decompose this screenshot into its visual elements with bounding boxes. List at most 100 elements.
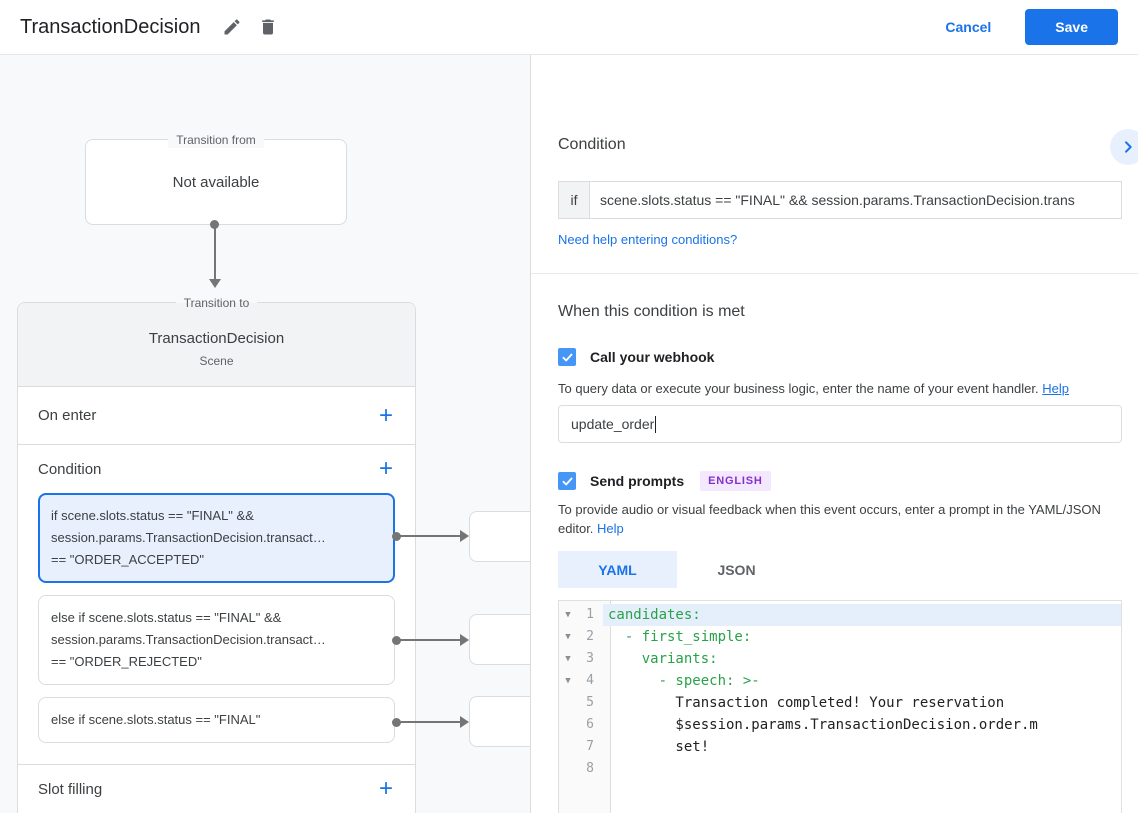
code-text[interactable]: $session.params.TransactionDecision.orde… (608, 717, 1038, 733)
edit-title-button[interactable] (218, 13, 246, 41)
event-handler-value: update_order (571, 416, 655, 432)
scene-card-title: TransactionDecision (148, 330, 285, 347)
delete-scene-button[interactable] (254, 13, 282, 41)
fold-spacer (559, 736, 577, 758)
cancel-button[interactable]: Cancel (945, 19, 992, 35)
condition-item[interactable]: else if scene.slots.status == "FINAL" &&… (38, 595, 395, 685)
line-number: 4 (586, 673, 594, 688)
code-line: 8 (559, 758, 1121, 780)
line-number: 5 (586, 695, 594, 710)
on-enter-row: On enter + (18, 387, 415, 445)
pencil-icon (224, 19, 240, 35)
code-line: ▼ 3 variants: (559, 648, 1121, 670)
chevron-right-icon (1125, 141, 1132, 153)
line-number: 2 (586, 629, 594, 644)
prompts-description: To provide audio or visual feedback when… (558, 500, 1122, 538)
save-button[interactable]: Save (1025, 9, 1118, 45)
yaml-editor[interactable]: ▼ 1 candidates: ▼ 2 - first_simple: ▼ 3 varian… (558, 600, 1122, 813)
webhook-description: To query data or execute your business l… (558, 379, 1122, 398)
connector-arrowhead (209, 279, 221, 288)
trash-icon (262, 19, 275, 35)
condition-item[interactable]: else if scene.slots.status == "FINAL" (38, 697, 395, 743)
add-condition-button[interactable]: + (378, 455, 393, 482)
condition-expression-input[interactable]: scene.slots.status == "FINAL" && session… (600, 192, 1075, 208)
tab-yaml[interactable]: YAML (558, 551, 677, 588)
transition-to-card: Transition to TransactionDecision Scene … (17, 295, 416, 813)
send-prompts-checkbox[interactable] (558, 472, 576, 490)
condition-3-arrowhead (460, 716, 469, 728)
line-number: 6 (586, 717, 594, 732)
when-met-heading: When this condition is met (558, 303, 745, 320)
code-text[interactable]: - speech: >- (608, 673, 760, 689)
code-lines: ▼ 1 candidates: ▼ 2 - first_simple: ▼ 3 varian… (559, 601, 1121, 813)
connector-line (214, 225, 216, 279)
text-caret (655, 415, 657, 433)
line-number: 3 (586, 651, 594, 666)
transition-to-legend: Transition to (175, 295, 258, 311)
condition-1-arrowhead (460, 530, 469, 542)
transition-from-box: Transition from Not available (85, 132, 347, 225)
condition-3-target-box[interactable] (469, 696, 530, 747)
condition-item-selected[interactable]: if scene.slots.status == "FINAL" &&sessi… (38, 493, 395, 583)
prompts-help-link[interactable]: Help (597, 521, 624, 536)
call-webhook-label: Call your webhook (590, 349, 715, 365)
webhook-help-link[interactable]: Help (1042, 381, 1069, 396)
code-text[interactable]: - first_simple: (608, 629, 752, 645)
condition-3-line (396, 721, 462, 723)
condition-detail-panel: Condition if scene.slots.status == "FINA… (531, 55, 1138, 813)
condition-expression-field: if scene.slots.status == "FINAL" && sess… (558, 181, 1122, 219)
code-text[interactable]: Transaction completed! Your reservation (608, 695, 1005, 711)
on-enter-label: On enter (38, 407, 97, 424)
checkmark-icon (562, 477, 572, 485)
add-slot-button[interactable]: + (378, 775, 393, 802)
slot-filling-section: Slot filling + Slot validation (18, 765, 415, 813)
code-line: 5 Transaction completed! Your reservatio… (559, 692, 1121, 714)
condition-1-target-box[interactable] (469, 511, 530, 562)
code-text[interactable] (603, 758, 1121, 780)
page-title: TransactionDecision (20, 15, 201, 38)
fold-spacer (559, 692, 577, 714)
fold-spacer (559, 758, 577, 780)
condition-2-arrowhead (460, 634, 469, 646)
condition-2-target-box[interactable] (469, 614, 530, 665)
code-line: 7 set! (559, 736, 1121, 758)
condition-1-line (396, 535, 462, 537)
collapse-panel-button[interactable] (1110, 129, 1138, 165)
checkmark-icon (562, 353, 572, 361)
line-number: 7 (586, 739, 594, 754)
condition-section-label: Condition (38, 460, 102, 478)
fold-arrow-icon[interactable]: ▼ (565, 632, 571, 642)
condition-if-prefix: if (559, 182, 590, 218)
event-handler-input[interactable]: update_order (558, 405, 1122, 443)
code-line: ▼ 2 - first_simple: (559, 626, 1121, 648)
fold-spacer (559, 714, 577, 736)
add-on-enter-button[interactable]: + (378, 401, 393, 429)
code-line: ▼ 1 candidates: (559, 604, 1121, 626)
fold-arrow-icon[interactable]: ▼ (565, 610, 571, 620)
fold-arrow-icon[interactable]: ▼ (565, 676, 571, 686)
tab-json[interactable]: JSON (677, 551, 796, 588)
slot-filling-label: Slot filling (38, 780, 103, 798)
line-number: 8 (586, 761, 594, 776)
conditions-help-link[interactable]: Need help entering conditions? (558, 232, 738, 247)
panel-title: Condition (558, 136, 626, 153)
language-badge: ENGLISH (700, 471, 771, 491)
call-webhook-row: Call your webhook (558, 348, 714, 366)
send-prompts-label: Send prompts (590, 473, 685, 489)
code-text[interactable]: candidates: (603, 604, 1121, 626)
editor-gutter (559, 601, 611, 813)
send-prompts-row: Send prompts ENGLISH (558, 471, 771, 491)
condition-list: if scene.slots.status == "FINAL" &&sessi… (38, 493, 395, 743)
code-line: ▼ 4 - speech: >- (559, 670, 1121, 692)
transition-from-value: Not available (172, 173, 260, 191)
code-line: 6 $session.params.TransactionDecision.or… (559, 714, 1121, 736)
fold-arrow-icon[interactable]: ▼ (565, 654, 571, 664)
scene-card-header: TransactionDecision Scene (18, 303, 415, 387)
code-text[interactable]: variants: (608, 651, 718, 667)
connector-dot (210, 220, 219, 229)
line-number: 1 (586, 607, 594, 622)
code-text[interactable]: set! (608, 739, 710, 755)
call-webhook-checkbox[interactable] (558, 348, 576, 366)
panel-divider (531, 273, 1138, 274)
